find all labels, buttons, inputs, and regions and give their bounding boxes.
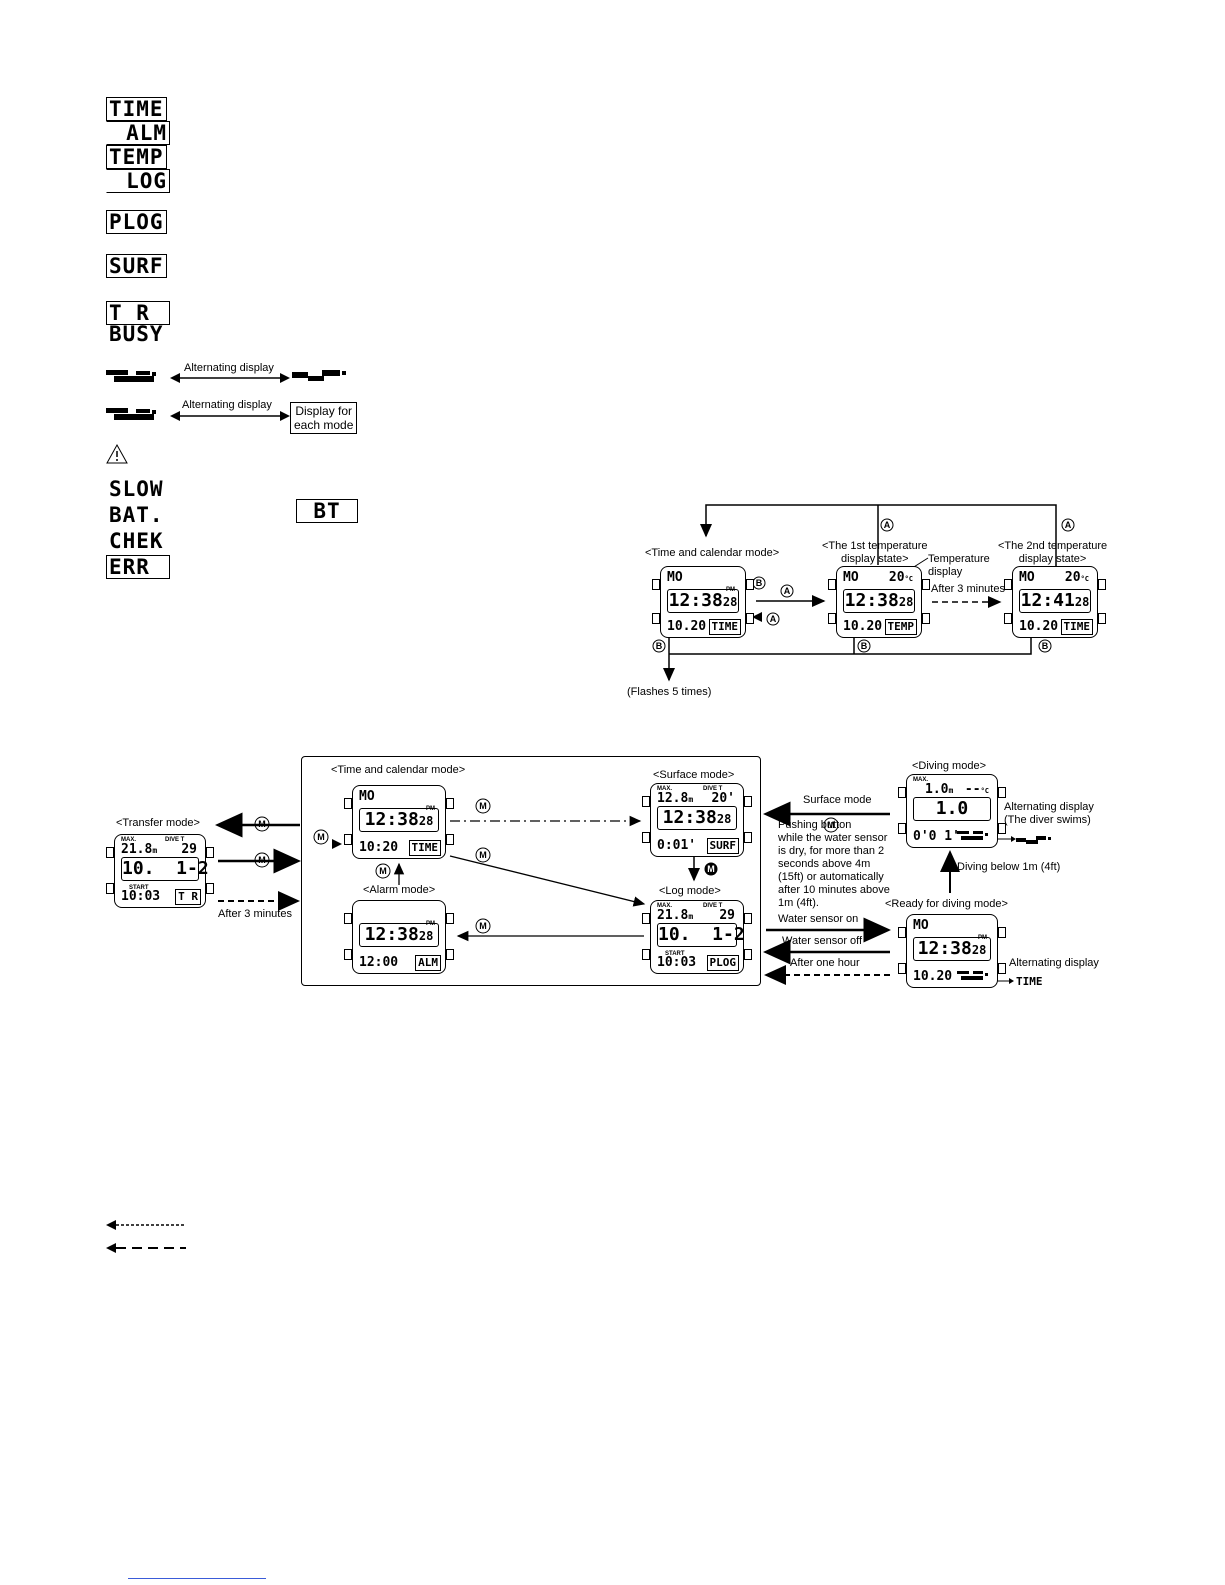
svg-text:A: A [770, 614, 777, 624]
alternating-row-1 [106, 370, 346, 383]
watch-log-mode: MAX. DIVE T 21.8m 29 10. 1-2 START 10:03… [642, 900, 752, 974]
svg-text:M: M [317, 832, 325, 842]
main-modes-frame [301, 756, 761, 986]
label-alarm-mode: <Alarm mode> [363, 884, 436, 896]
watch-transfer-mode: MAX. DIVE T 21.8m 29 10. 1-2 START 10:03… [106, 834, 214, 908]
alternating-label-1: Alternating display [184, 362, 274, 374]
label-after-3-minutes-bottom: After 3 minutes [218, 908, 292, 920]
svg-text:B: B [861, 641, 868, 651]
watch-alarm-mode: PM 12:3828 12:00 ALM [344, 900, 454, 974]
top-diagram-lines [663, 504, 1057, 682]
label-water-sensor-on: Water sensor on [778, 913, 859, 925]
diver-segment-icon [106, 370, 156, 382]
lcd-word-time: TIME [106, 97, 167, 121]
svg-text:M: M [707, 864, 715, 874]
lcd-word-surf: SURF [106, 254, 167, 278]
diver-segment-icon-2 [292, 370, 346, 381]
label-diving-mode: <Diving mode> [912, 760, 986, 772]
lcd-word-temp: TEMP [106, 145, 167, 169]
svg-text:B: B [1042, 641, 1049, 651]
label-temp-state-2: <The 2nd temperature display state> [998, 540, 1108, 565]
svg-text:M: M [479, 921, 487, 931]
svg-text:B: B [756, 578, 763, 588]
watch-surface-mode: MAX. DIVE T 12.8m 20' 12:3828 0:01' SURF [642, 783, 752, 857]
bottom-button-markers: M M M M M M M M M [254, 798, 839, 934]
label-diving-below: Diving below 1m (4ft) [957, 861, 1061, 873]
lcd-word-busy: BUSY [109, 322, 164, 346]
lcd-word-tr: T R [106, 301, 170, 325]
watch-diving-mode: MAX. 1.0m --°C 1.0 0'0 1' [898, 774, 1006, 848]
dashed-arrow-icon [106, 1243, 186, 1253]
watch-time-calendar-bottom: MO PM 12:3828 10:20 TIME [344, 785, 454, 859]
label-after-one-hour: After one hour [790, 957, 860, 969]
svg-text:M: M [827, 820, 835, 830]
label-alternating-swims: Alternating display (The diver swims) [1004, 801, 1094, 826]
diver-ready-icon [957, 971, 988, 980]
label-alternating-display: Alternating display [1009, 957, 1099, 969]
footer-link-underline [128, 1578, 266, 1579]
alternating-label-2: Alternating display [182, 399, 272, 411]
label-time-word: TIME [1016, 975, 1043, 988]
lcd-word-plog: PLOG [106, 210, 167, 234]
lcd-word-chek: CHEK [109, 529, 164, 553]
watch-time-calendar-top: MO PM 12:3828 10.20 TIME [652, 566, 754, 638]
lcd-word-log: LOG [106, 169, 170, 193]
label-water-sensor-off: Water sensor off [782, 935, 863, 947]
svg-text:M: M [258, 855, 266, 865]
label-pushing-text: Pushing button while the water sensor is… [778, 819, 890, 909]
lcd-word-bat: BAT. [109, 503, 164, 527]
label-transfer-mode: <Transfer mode> [116, 817, 200, 829]
lcd-word-alm: ALM [106, 121, 170, 145]
label-flashes: (Flashes 5 times) [627, 686, 712, 698]
label-time-calendar-mode-bottom: <Time and calendar mode> [331, 764, 466, 776]
alternating-row-2 [106, 408, 290, 421]
label-time-calendar-mode: <Time and calendar mode> [645, 547, 780, 559]
button-a-marker: A [884, 520, 891, 530]
display-each-mode-box: Display for each mode [290, 402, 358, 434]
label-temperature-display: Temperature display [928, 553, 990, 578]
label-temp-state-1: <The 1st temperature display state> [822, 540, 928, 565]
svg-text:M: M [479, 850, 487, 860]
label-ready-diving-mode: <Ready for diving mode> [885, 898, 1008, 910]
label-log-mode: <Log mode> [659, 885, 721, 897]
lcd-word-slow: SLOW [109, 477, 164, 501]
diver-swim-icon [957, 831, 988, 840]
svg-text:A: A [784, 586, 791, 596]
svg-text:A: A [1065, 520, 1072, 530]
svg-text:M: M [479, 801, 487, 811]
warning-triangle-icon [106, 443, 128, 464]
label-surface-mode: <Surface mode> [653, 769, 735, 781]
svg-text:M: M [258, 819, 266, 829]
footer-arrow-legend [106, 1220, 186, 1253]
svg-text:B: B [656, 641, 663, 651]
watch-temp-state-1: MO 20°C 12:3828 10.20 TEMP [828, 566, 930, 638]
label-after-3-minutes-top: After 3 minutes [931, 583, 1005, 595]
dotted-arrow-icon [106, 1220, 186, 1230]
top-button-markers: A A B A A B B B [652, 518, 1075, 653]
lcd-word-bt: BT [296, 499, 358, 523]
bottom-diagram-lines [215, 801, 1016, 985]
svg-text:M: M [379, 866, 387, 876]
lcd-word-err: ERR [106, 555, 170, 579]
label-surface-mode-arrow: Surface mode [803, 794, 872, 806]
watch-ready-diving-mode: MO PM 12:3828 10.20 [898, 914, 1006, 988]
diver-swim-alt-icon [1016, 836, 1051, 844]
diver-segment-icon-3 [106, 408, 156, 420]
watch-temp-state-2: MO 20°C 12:4128 10.20 TIME [1004, 566, 1106, 638]
